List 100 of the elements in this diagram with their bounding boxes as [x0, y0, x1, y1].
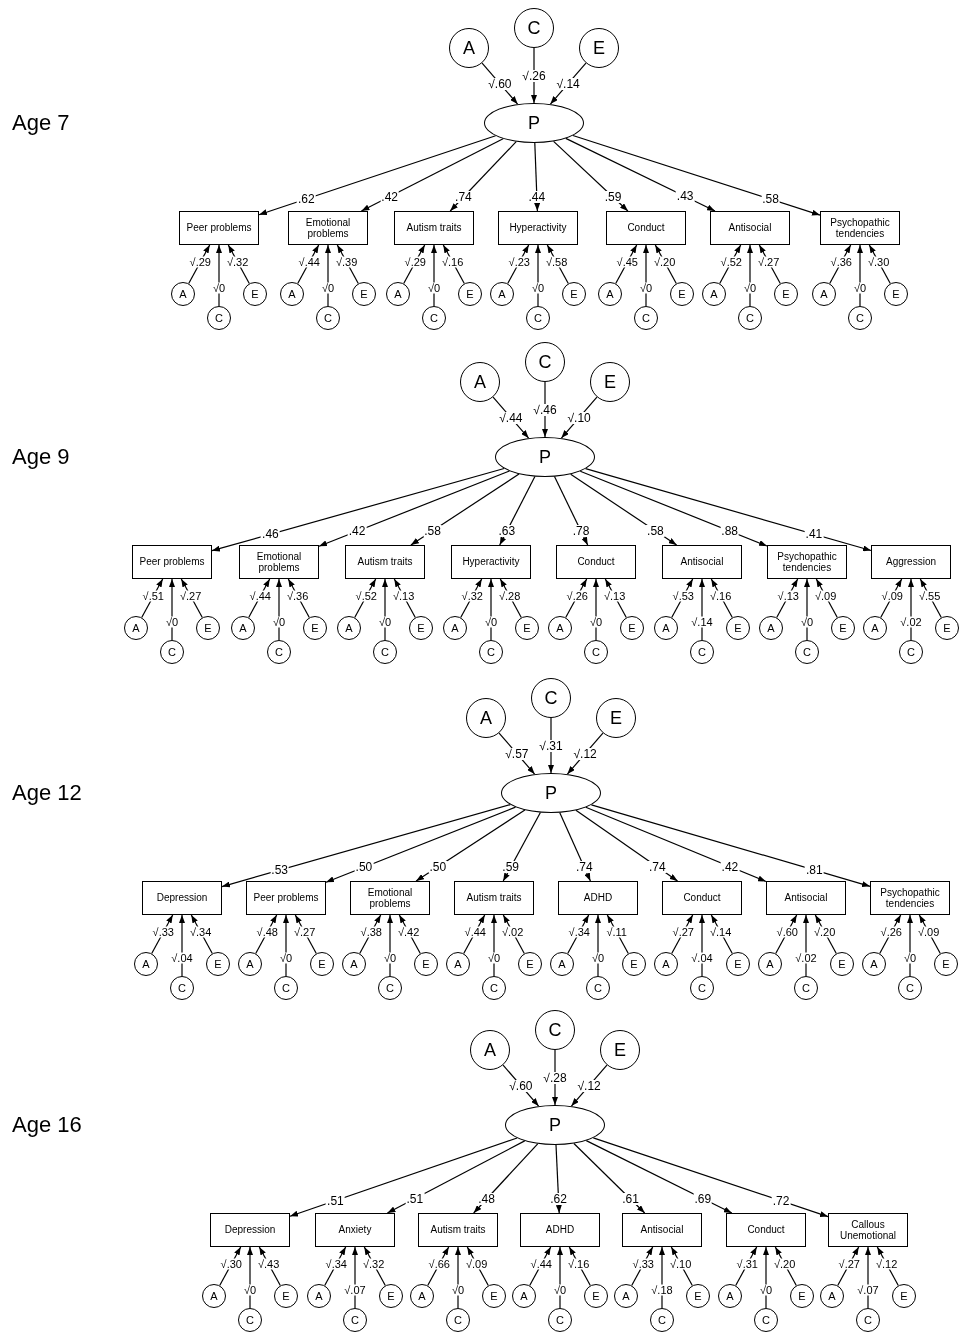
path-coefficient: .61 — [621, 1193, 640, 1206]
latent-factor-circle: E — [670, 282, 694, 306]
latent-factor-ellipse: P — [501, 773, 601, 813]
path-coefficient: √.38 — [359, 926, 383, 938]
measure-box: Anxiety — [315, 1213, 395, 1247]
arrow — [359, 914, 382, 955]
latent-factor-circle: C — [795, 640, 819, 664]
arrow — [283, 914, 289, 977]
path-coefficient: .48 — [477, 1193, 496, 1206]
path-coefficient: √0 — [588, 616, 604, 628]
latent-factor-circle: C — [898, 976, 922, 1000]
path-coefficient: √0 — [852, 282, 868, 294]
measure-box: Emotional problems — [239, 545, 319, 579]
arrow — [590, 804, 871, 887]
arrow — [747, 244, 753, 307]
path-coefficient: √.45 — [615, 256, 639, 268]
measure-box: Emotional problems — [288, 211, 368, 245]
measure-box: Psychopathic tendencies — [870, 881, 950, 915]
path-coefficient: √.09 — [814, 590, 838, 602]
latent-factor-circle: A — [171, 282, 195, 306]
path-coefficient: √.12 — [576, 1079, 602, 1092]
arrow — [699, 914, 705, 977]
latent-factor-circle: E — [831, 616, 855, 640]
arrow — [592, 1137, 829, 1218]
arrow — [671, 914, 694, 955]
latent-factor-circle: A — [410, 1284, 434, 1308]
latent-factor-circle: C — [848, 306, 872, 330]
latent-factor-circle: E — [726, 952, 750, 976]
latent-factor-circle: E — [303, 616, 327, 640]
latent-factor-circle: C — [514, 8, 554, 48]
latent-factor-circle: C — [316, 306, 340, 330]
arrow — [276, 578, 282, 641]
path-coefficient: √.11 — [605, 926, 628, 938]
arrow — [403, 244, 426, 285]
path-coefficient: √0 — [552, 1284, 568, 1296]
latent-factor-circle: A — [512, 1284, 536, 1308]
arrow — [386, 1140, 526, 1214]
path-coefficient: √.57 — [504, 747, 530, 760]
path-coefficient: √0 — [758, 1284, 774, 1296]
arrow — [188, 244, 211, 285]
latent-factor-ellipse: P — [505, 1105, 605, 1145]
latent-factor-circle: C — [899, 640, 923, 664]
path-coefficient: .43 — [675, 190, 695, 203]
path-coefficient: √.02 — [501, 926, 525, 938]
arrow — [535, 244, 541, 307]
arrow — [879, 914, 902, 955]
measure-box: Depression — [210, 1213, 290, 1247]
latent-factor-circle: C — [267, 640, 291, 664]
path-coefficient: .41 — [804, 528, 824, 541]
latent-factor-circle: E — [482, 1284, 506, 1308]
latent-factor-circle: E — [206, 952, 230, 976]
path-coefficient: √.31 — [538, 739, 564, 752]
path-coefficient: √.33 — [631, 1258, 655, 1270]
arrow — [643, 244, 649, 307]
latent-factor-circle: A — [598, 282, 622, 306]
latent-factor-circle: E — [934, 952, 958, 976]
arrow — [671, 578, 694, 619]
measure-box: Peer problems — [179, 211, 259, 245]
arrow — [179, 914, 185, 977]
path-coefficient: √.27 — [671, 926, 695, 938]
arrow — [865, 1246, 871, 1309]
age-label: Age 7 — [12, 110, 70, 136]
measure-box: Antisocial — [710, 211, 790, 245]
arrow — [803, 914, 809, 977]
path-coefficient: .50 — [428, 860, 448, 873]
arrow — [829, 244, 852, 285]
latent-factor-circle: E — [379, 1284, 403, 1308]
latent-factor-circle: C — [373, 640, 397, 664]
latent-factor-circle: A — [231, 616, 255, 640]
arrow — [221, 804, 511, 888]
measure-box: Psychopathic tendencies — [767, 545, 847, 579]
latent-factor-circle: E — [274, 1284, 298, 1308]
path-coefficient: .81 — [804, 864, 824, 876]
path-coefficient: .58 — [423, 524, 442, 537]
latent-factor-circle: C — [526, 306, 550, 330]
path-coefficient: √.27 — [179, 590, 203, 602]
path-coefficient: .69 — [693, 1192, 713, 1205]
latent-factor-circle: C — [274, 976, 298, 1000]
latent-factor-circle: C — [343, 1308, 367, 1332]
latent-factor-circle: E — [622, 952, 646, 976]
latent-factor-circle: A — [654, 616, 678, 640]
arrow — [169, 578, 175, 641]
measure-box: Conduct — [556, 545, 636, 579]
latent-factor-circle: E — [352, 282, 376, 306]
arrow — [360, 138, 504, 212]
latent-factor-circle: A — [134, 952, 158, 976]
path-coefficient: √.32 — [362, 1258, 386, 1270]
latent-factor-circle: A — [202, 1284, 226, 1308]
path-coefficient: √.66 — [427, 1258, 451, 1270]
latent-factor-circle: A — [466, 698, 506, 738]
latent-factor-circle: E — [196, 616, 220, 640]
arrow — [908, 578, 914, 641]
latent-factor-circle: A — [812, 282, 836, 306]
path-coefficient: .74 — [574, 861, 594, 874]
latent-factor-circle: E — [884, 282, 908, 306]
path-coefficient: √.44 — [248, 590, 272, 602]
path-coefficient: √.44 — [297, 256, 321, 268]
arrow — [488, 578, 494, 641]
path-coefficient: √.09 — [465, 1258, 489, 1270]
arrow — [559, 812, 591, 882]
